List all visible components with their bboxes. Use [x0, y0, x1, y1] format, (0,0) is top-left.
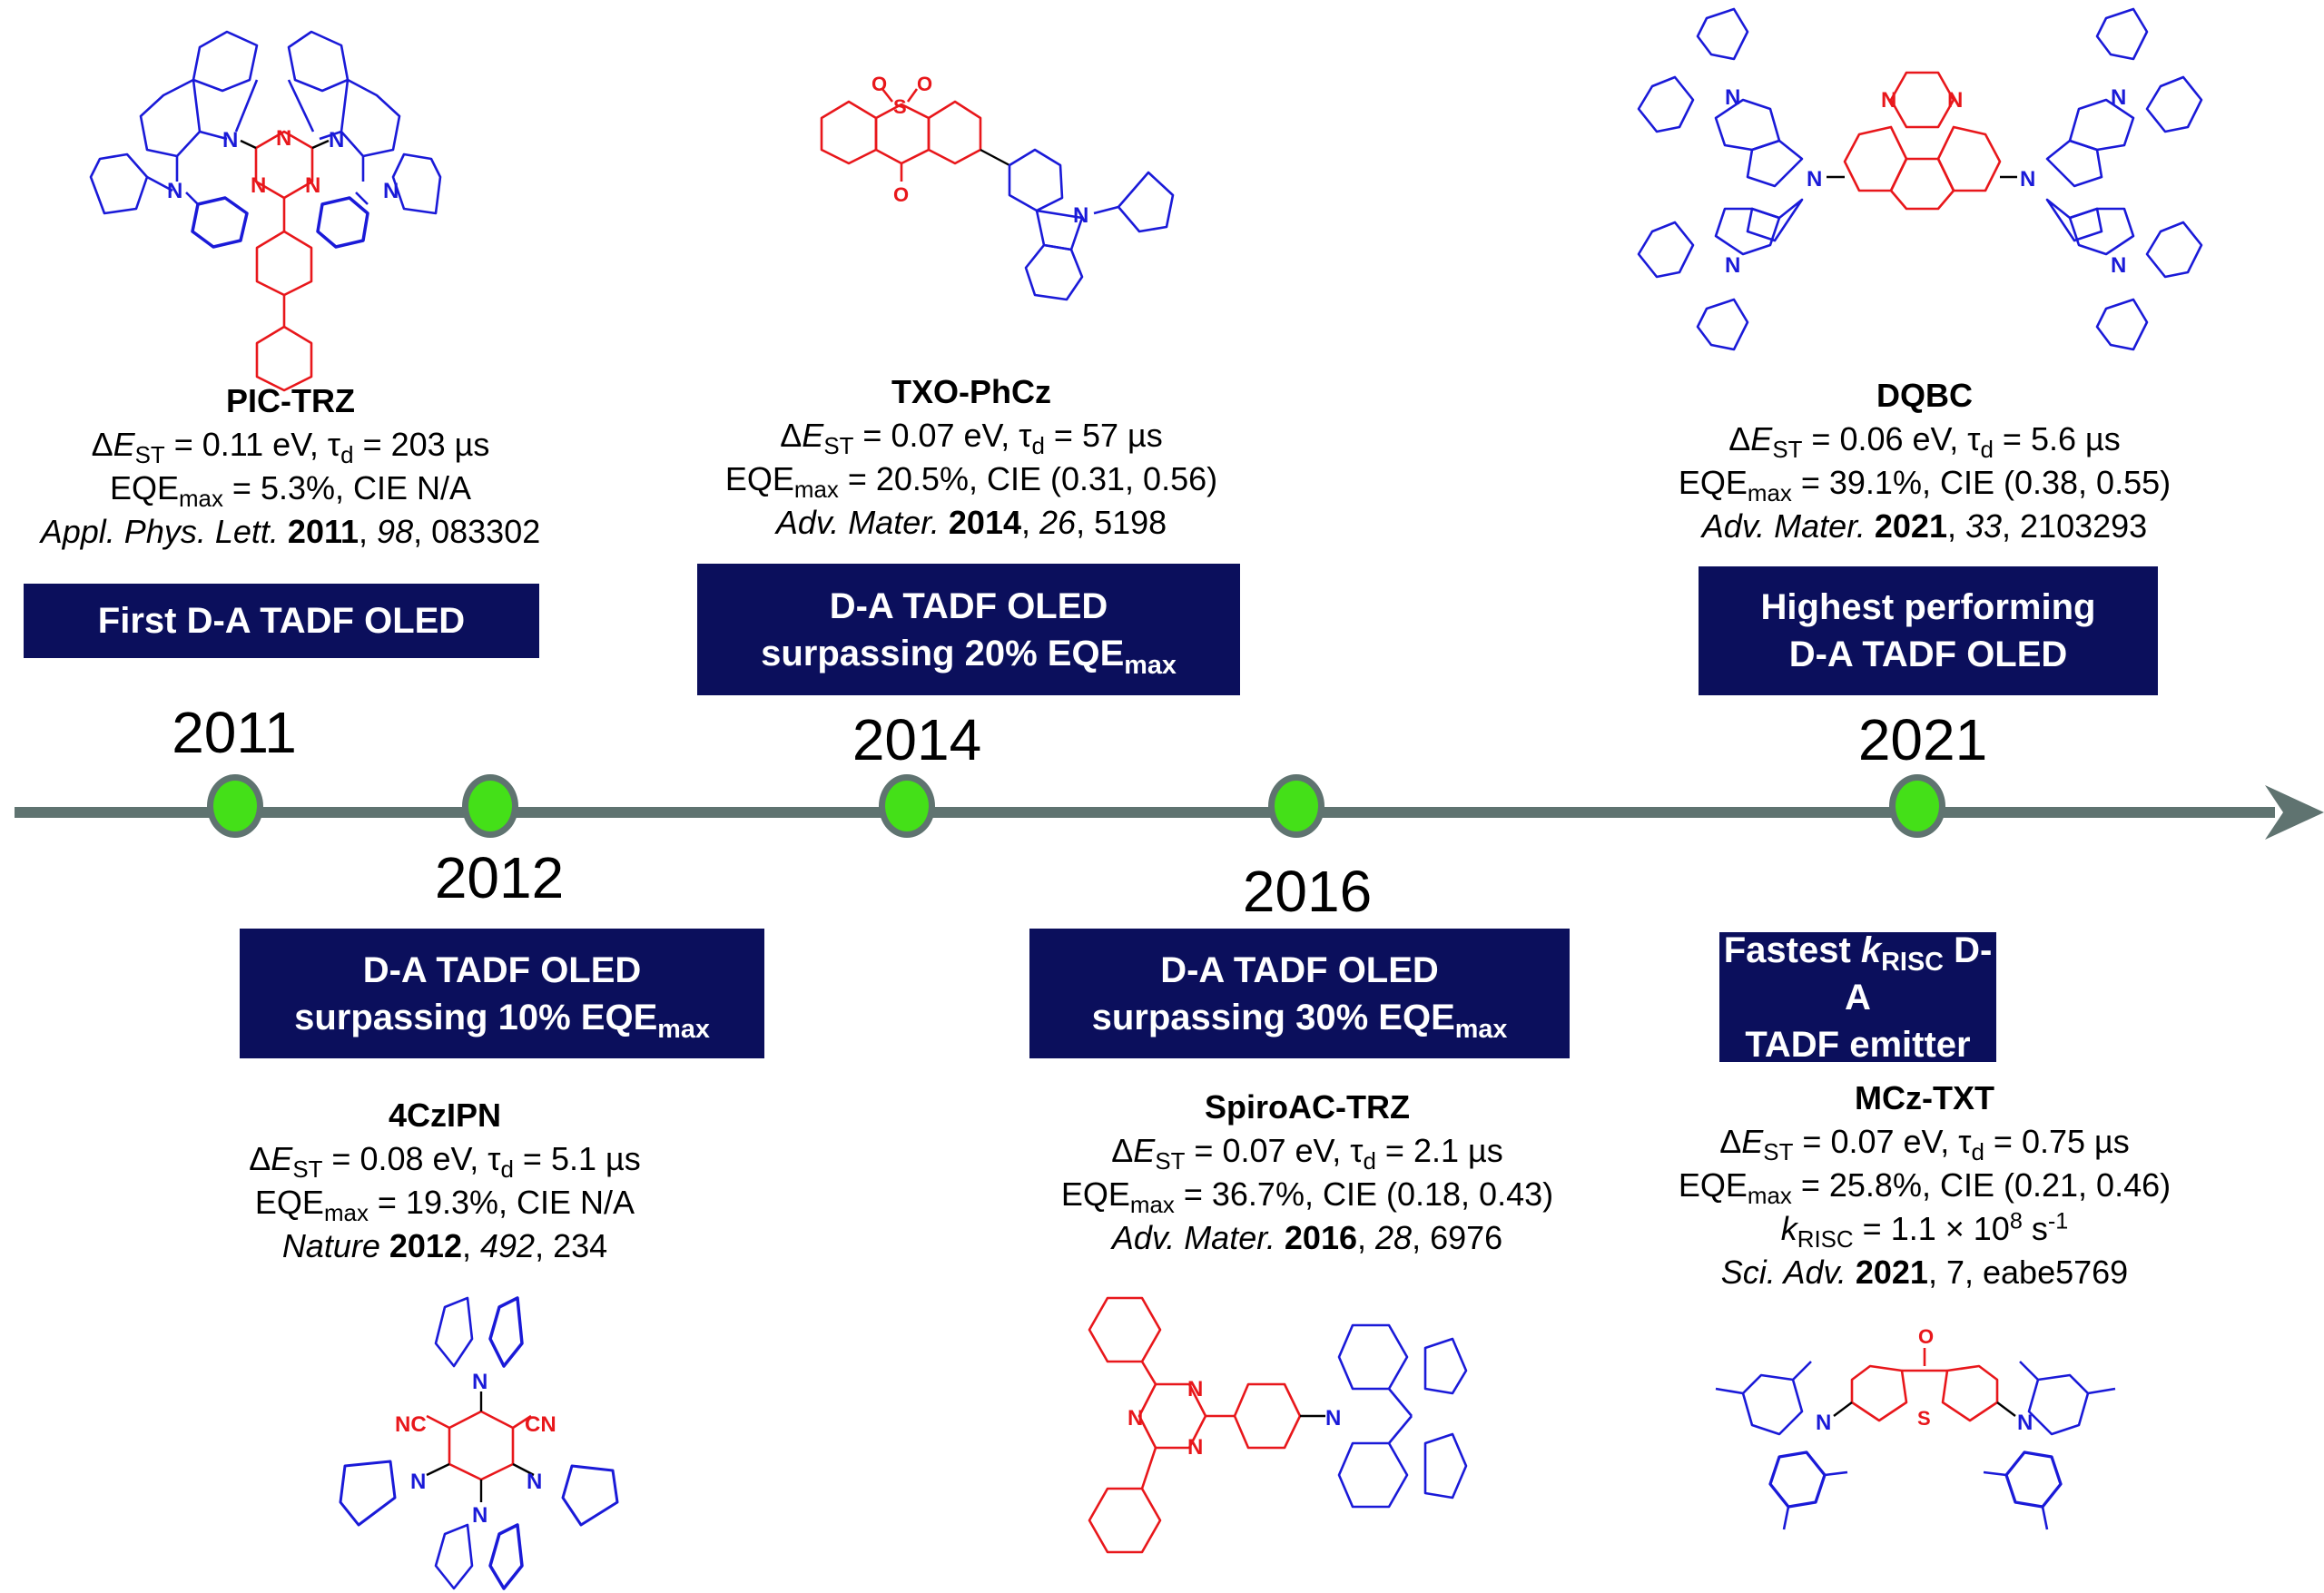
delta-est-line: ΔEST = 0.07 eV, τd = 0.75 µs [1719, 1123, 2130, 1165]
svg-text:N: N [1073, 203, 1088, 228]
milestone-box-2021-bottom: Fastest kRISC D-A TADF emitter [1719, 930, 1996, 1065]
reference-line: Adv. Mater. 2014, 26, 5198 [775, 504, 1167, 541]
svg-text:N: N [251, 173, 266, 198]
delta-est-line: ΔEST = 0.07 eV, τd = 57 µs [780, 417, 1163, 459]
svg-text:N: N [472, 1503, 487, 1528]
compound-info-mcz-txt: MCz-TXT ΔEST = 0.07 eV, τd = 0.75 µs EQE… [1643, 1077, 2206, 1294]
svg-text:N: N [305, 173, 320, 198]
compound-info-dqbc: DQBC ΔEST = 0.06 eV, τd = 5.6 µs EQEmax … [1634, 374, 2215, 548]
milestone-box-2012: D-A TADF OLED surpassing 10% EQEmax [240, 929, 764, 1058]
svg-text:N: N [1187, 1377, 1203, 1401]
timeline-node-2021[interactable] [1889, 774, 1945, 838]
milestone-box-2016: D-A TADF OLED surpassing 30% EQEmax [1029, 929, 1570, 1058]
svg-text:N: N [1128, 1406, 1143, 1431]
timeline-node-2012[interactable] [462, 774, 518, 838]
year-label-2012: 2012 [434, 845, 565, 910]
svg-text:N: N [1816, 1411, 1831, 1435]
spiroac-trz-structure-icon: N N N N [1088, 1296, 1468, 1554]
delta-est-line: ΔEST = 0.06 eV, τd = 5.6 µs [1728, 420, 2121, 463]
reference-line: Appl. Phys. Lett. 2011, 98, 083302 [40, 513, 541, 550]
svg-text:S: S [893, 95, 907, 118]
svg-text:N: N [1947, 88, 1963, 113]
4czipn-structure-icon: NC CN N N N N [339, 1296, 619, 1590]
year-label-2011: 2011 [172, 700, 297, 765]
svg-text:N: N [2111, 85, 2126, 110]
milestone-text-line2: TADF emitter [1745, 1024, 1971, 1065]
milestone-text-line1: D-A TADF OLED [829, 585, 1108, 626]
reference-line: Nature 2012, 492, 234 [281, 1227, 608, 1264]
arrow-head-icon [2265, 785, 2324, 840]
reference-line: Adv. Mater. 2021, 33, 2103293 [1701, 507, 2148, 545]
delta-est-line: ΔEST = 0.11 eV, τd = 203 µs [91, 426, 490, 468]
eqe-line: EQEmax = 20.5%, CIE (0.31, 0.56) [724, 460, 1218, 503]
milestone-text-line2: D-A TADF OLED [1788, 634, 2068, 674]
delta-est-line: ΔEST = 0.07 eV, τd = 2.1 µs [1111, 1132, 1503, 1175]
dqbc-structure-icon: N N N N N N N N [1637, 7, 2203, 351]
compound-info-spiroac-trz: SpiroAC-TRZ ΔEST = 0.07 eV, τd = 2.1 µs … [1008, 1086, 1607, 1260]
compound-name: DQBC [1876, 377, 1973, 414]
milestone-box-2014: D-A TADF OLED surpassing 20% EQEmax [697, 564, 1240, 695]
svg-text:N: N [527, 1470, 542, 1494]
year-label-2014: 2014 [852, 707, 982, 772]
compound-name: SpiroAC-TRZ [1205, 1088, 1410, 1126]
svg-text:N: N [1325, 1406, 1341, 1431]
svg-text:N: N [383, 179, 399, 203]
svg-text:N: N [329, 128, 344, 152]
svg-text:O: O [1918, 1325, 1934, 1348]
milestone-text-line2: surpassing 10% EQEmax [294, 997, 710, 1044]
reference-line: Adv. Mater. 2016, 28, 6976 [1111, 1219, 1503, 1256]
timeline-node-2016[interactable] [1268, 774, 1324, 838]
eqe-line: EQEmax = 36.7%, CIE (0.18, 0.43) [1060, 1175, 1554, 1218]
timeline-node-2014[interactable] [879, 774, 935, 838]
svg-text:N: N [1187, 1435, 1203, 1460]
compound-name: TXO-PhCz [891, 373, 1051, 410]
milestone-text-line1: D-A TADF OLED [1160, 949, 1439, 990]
milestone-text-line2: surpassing 30% EQEmax [1091, 997, 1508, 1044]
milestone-text-line1: Highest performing [1760, 587, 2096, 627]
milestone-box-2021-top: Highest performing D-A TADF OLED [1699, 566, 2158, 695]
svg-text:O: O [917, 73, 932, 95]
compound-info-pic-trz: PIC-TRZ ΔEST = 0.11 eV, τd = 203 µs EQEm… [0, 379, 581, 554]
svg-text:N: N [2017, 1411, 2033, 1435]
svg-text:N: N [167, 179, 182, 203]
svg-text:N: N [472, 1370, 487, 1394]
svg-text:N: N [410, 1470, 426, 1494]
compound-name: 4CzIPN [388, 1096, 502, 1134]
year-label-2021: 2021 [1857, 707, 1988, 772]
eqe-line: EQEmax = 19.3%, CIE N/A [254, 1184, 635, 1226]
milestone-box-2011: First D-A TADF OLED [24, 584, 539, 658]
svg-text:NC: NC [395, 1412, 427, 1437]
compound-info-4czipn: 4CzIPN ΔEST = 0.08 eV, τd = 5.1 µs EQEma… [209, 1094, 681, 1268]
svg-text:N: N [1725, 253, 1740, 278]
svg-text:S: S [1917, 1407, 1931, 1430]
pic-trz-structure-icon: N N N N N N N [89, 30, 442, 392]
svg-text:N: N [2111, 253, 2126, 278]
svg-text:N: N [1725, 85, 1740, 110]
milestone-text-line1: D-A TADF OLED [362, 949, 642, 990]
milestone-text-line1: Fastest kRISC D-A [1723, 929, 1993, 1018]
svg-text:N: N [222, 128, 238, 152]
svg-text:N: N [276, 126, 291, 151]
compound-info-txo-phcz: TXO-PhCz ΔEST = 0.07 eV, τd = 57 µs EQEm… [672, 370, 1271, 545]
txo-phcz-structure-icon: S O O O N [820, 73, 1175, 301]
timeline-node-2011[interactable] [207, 774, 263, 838]
krisc-line: kRISC = 1.1 × 108 s-1 [1780, 1208, 2069, 1253]
timeline-axis [15, 785, 2324, 840]
reference-line: Sci. Adv. 2021, 7, eabe5769 [1720, 1254, 2129, 1291]
svg-text:O: O [872, 73, 887, 95]
svg-text:N: N [1881, 88, 1896, 113]
svg-text:N: N [1807, 167, 1822, 192]
milestone-text: First D-A TADF OLED [97, 601, 466, 641]
svg-text:N: N [2020, 167, 2035, 192]
eqe-line: EQEmax = 25.8%, CIE (0.21, 0.46) [1678, 1166, 2171, 1209]
compound-name: MCz-TXT [1855, 1079, 1994, 1116]
delta-est-line: ΔEST = 0.08 eV, τd = 5.1 µs [249, 1140, 641, 1183]
eqe-line: EQEmax = 39.1%, CIE (0.38, 0.55) [1678, 464, 2171, 506]
eqe-line: EQEmax = 5.3%, CIE N/A [109, 469, 472, 512]
mcz-txt-structure-icon: O S N N [1715, 1325, 2116, 1530]
svg-text:O: O [893, 183, 909, 206]
milestone-text-line2: surpassing 20% EQEmax [761, 633, 1177, 680]
year-label-2016: 2016 [1242, 859, 1373, 924]
